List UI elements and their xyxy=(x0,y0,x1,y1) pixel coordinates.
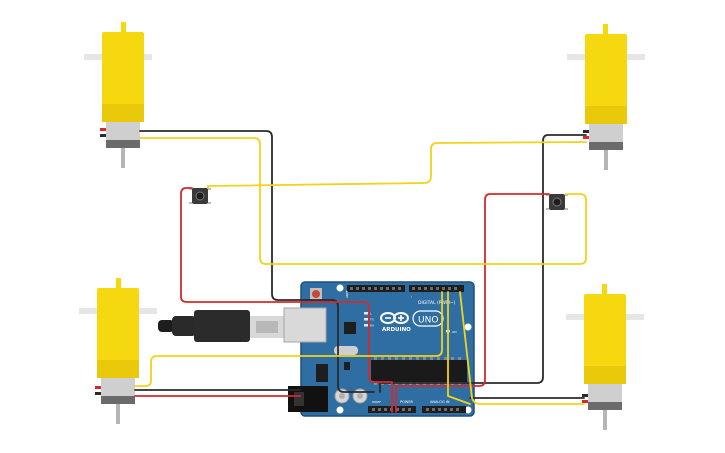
wire-yellow-motor-tl[interactable] xyxy=(139,137,587,265)
wire-red-button-left[interactable] xyxy=(180,187,393,413)
power-label: POWER xyxy=(400,400,414,404)
tx-led-label: TX xyxy=(369,318,374,322)
dc-motor-bottom-left[interactable] xyxy=(79,278,157,424)
analog-in-label: ANALOG IN xyxy=(430,400,450,404)
wire-black-motor-tl[interactable] xyxy=(139,130,375,393)
svg-text:AREF: AREF xyxy=(345,290,349,298)
uno-badge: UNO xyxy=(412,310,444,327)
digital-pwm-label: DIGITAL (PWM~) xyxy=(418,300,456,306)
arduino-brand-label: ARDUINO xyxy=(382,327,411,333)
wire-yellow-pin[interactable] xyxy=(447,291,471,405)
wire-yellow-motor-br[interactable] xyxy=(459,291,585,405)
usb-cable xyxy=(158,310,284,342)
svg-text:~: ~ xyxy=(409,295,413,298)
wire-black-motor-tr[interactable] xyxy=(379,134,587,393)
ioref-label: IOREF xyxy=(372,400,381,404)
atmega-chip xyxy=(371,360,467,382)
on-led-label: ON xyxy=(452,330,457,334)
push-button-left[interactable] xyxy=(189,188,211,204)
dc-motor-bottom-right[interactable] xyxy=(566,284,644,430)
wire-yellow-button-left[interactable] xyxy=(207,141,587,189)
wire-red-button-right[interactable] xyxy=(395,193,550,413)
wires xyxy=(134,130,587,413)
l-led-label: L xyxy=(370,312,372,316)
rx-led-label: RX xyxy=(370,324,374,328)
wire-yellow-motor-bl[interactable] xyxy=(134,291,443,387)
arduino-logo-icon xyxy=(380,312,409,324)
push-button-right[interactable] xyxy=(546,194,568,210)
uno-model-label: UNO xyxy=(418,316,438,326)
dc-motor-top-left[interactable] xyxy=(84,22,152,168)
dc-motor-top-right[interactable] xyxy=(567,24,645,170)
